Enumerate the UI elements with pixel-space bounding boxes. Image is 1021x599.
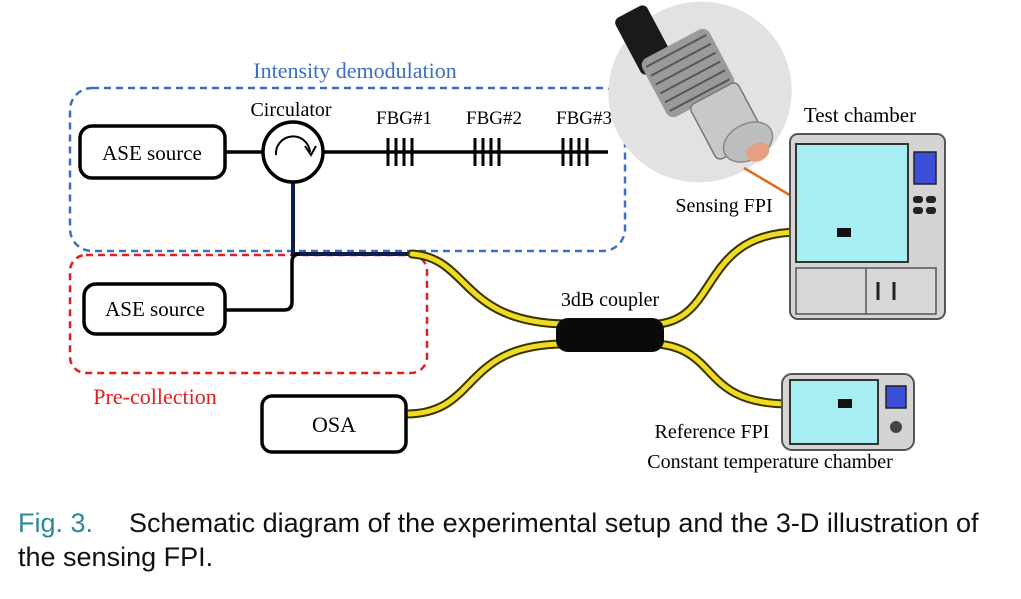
ase-source-bottom [82,282,227,336]
ase-source-top [78,124,227,180]
fbg-3 [561,138,589,166]
fiber-circulator-down [291,180,412,256]
sensing-fpi-3d-illustration [608,1,792,183]
circulator-label: Circulator [250,99,331,121]
test-chamber [789,133,946,320]
diagram: Intensity demodulation Pre-collection AS… [68,1,946,473]
sensing-fpi-probe [837,228,851,237]
fbg-3-label: FBG#3 [556,108,612,129]
circulator-arrow-icon [274,135,311,156]
test-chamber-label: Test chamber [804,103,916,127]
figure-number: Fig. 3. [18,508,94,538]
pre-collection-box [68,253,429,375]
3db-coupler-label: 3dB coupler [561,289,660,311]
ase-source-top-label: ASE source [102,141,202,165]
circulator [261,120,325,184]
pre-collection-label: Pre-collection [93,384,216,409]
figure-caption: Fig. 3.Schematic diagram of the experime… [18,506,1003,574]
3db-coupler [556,318,664,352]
fbg-1 [386,138,414,166]
fbg-1-label: FBG#1 [376,108,432,129]
constant-temperature-chamber-label: Constant temperature chamber [647,451,893,473]
osa-box [260,394,408,454]
reference-fpi-label: Reference FPI [655,421,770,443]
sensing-fpi-label: Sensing FPI [675,195,772,217]
ase-source-bottom-label: ASE source [105,297,205,321]
reference-fpi-probe [838,399,852,408]
fbg-2-label: FBG#2 [466,108,522,129]
figure-caption-text: Schematic diagram of the experimental se… [18,508,979,572]
constant-temperature-chamber [781,373,915,451]
yellow-fibers [401,227,805,419]
intensity-demodulation-label: Intensity demodulation [253,58,456,83]
osa-label: OSA [312,412,356,437]
intensity-demodulation-box [68,86,627,253]
circulator-arrowhead-icon [304,145,317,157]
fbg-2 [473,138,501,166]
fiber-lower-ase [225,252,301,312]
